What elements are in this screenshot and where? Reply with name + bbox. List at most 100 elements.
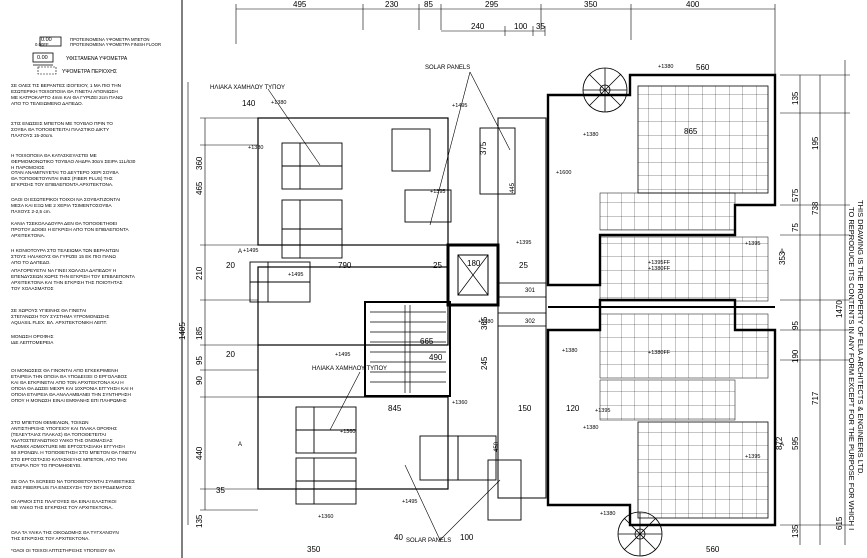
level-6: +1395 [516,240,531,246]
dim-top-35: 35 [536,22,545,31]
dim-665: 665 [420,337,434,346]
dim-right-195: 195 [811,136,820,150]
dim-lift-180: 180 [467,259,481,268]
dim-left-135: 135 [195,514,204,528]
building-walls [257,73,777,527]
level-21: +1395 [745,454,760,460]
dim-left-35: 35 [216,486,225,495]
level-18: +1380 [600,511,615,517]
left-dimension-chain [187,82,258,525]
note-5: ΟΛΟΙ ΟΙ ΕΣΩΤΕΡΙΚΟΙ ΤΟΙΧΟΙ ΝΑ ΣΟΥΒΑΤΙΖΟΝΤ… [11,197,121,215]
legend-level-line-2: ΠΡΟΤΕΙΝΟΜΕΝΑ ΥΨΟΜΕΤΡΑ FINISH FLOOR [70,42,162,47]
room-301: 301 [525,288,536,294]
ownership-watermark: THIS DRAWING IS THE PROPERTY OF ELIA ARC… [847,200,865,530]
level-12: +1380 [478,319,493,325]
section-mark-a-right-top: A [780,249,784,255]
legend-level-sub: 0.00FF [35,42,49,47]
dim-left-465: 465 [195,181,204,195]
level-8: +1395FF [648,260,671,266]
dim-top-350: 350 [584,0,598,9]
dim-left-90: 90 [195,376,204,385]
dim-865: 865 [684,127,698,136]
dim-right-872: 872 [775,436,784,450]
dim-right-190: 190 [791,349,800,363]
level-25: +1360 [340,429,355,435]
dim-25a: 25 [433,261,442,270]
dim-left-20b: 20 [226,350,235,359]
note-7: Η ΚΟΝΙΟΤΟΥΡΑ ΣΤΟ ΤΕΛΕΙΩΜΑ ΤΩΝ ΒΕΡΑΝΤΩΝ Σ… [11,248,119,266]
dim-right-353: 353 [778,251,787,265]
level-22: +1395 [430,189,445,195]
section-mark-a-right-bottom: A [780,442,784,448]
label-solar-panels-top: SOLAR PANELS [425,65,470,71]
section-mark-a-left-top: A [238,249,242,255]
level-2: +1495 [452,103,467,109]
legend-perimeter-label: ΥΨΟΜΕΤΡΑ ΠΕΡΙΟΧΗΣ [62,69,117,75]
note-1: ΣΕ ΟΛΕΣ ΤΙΣ ΒΕΡΑΝΤΕΣ ΙΣΟΓΕΙΟΥ, 1 ΜΑ ΠΙΟ … [11,83,123,107]
label-solar-panels-bottom: SOLAR PANELS [406,538,451,544]
note-8: ΑΠΑΓΟΡΕΥΕΤΑΙ ΝΑ ΓΙΝΕΙ ΧΩΛΑΣΙΑ ΔΑΠΕΔΟΥ Η … [11,268,135,292]
level-10: +1380FF [648,350,671,356]
dim-top-495: 495 [293,0,307,9]
dim-left-1485: 1485 [178,322,187,340]
tiled-terraces [599,85,769,519]
dim-top-230: 230 [385,0,399,9]
top-dimension-texts: 495 230 85 295 350 400 240 100 35 [293,0,700,31]
dim-right-1470: 1470 [835,300,844,318]
spiral-stair-top [582,67,628,113]
dim-445: 445 [510,182,516,193]
dim-right-75: 75 [791,223,800,232]
watermark-line-2: TO REPRODUCE ITS CONTENTS IN ANY FORM EX… [847,207,856,530]
dim-150: 150 [518,404,532,413]
leader-lines [267,71,511,541]
dim-top-85: 85 [424,0,433,9]
dim-top-240: 240 [471,22,485,31]
note-9: ΣΕ ΧΩΡΟΥΣ ΥΓΙΕΙΝΗΣ ΘΑ ΓΙΝΕΤΑΙ ΣΤΕΓΑΝΩΣΗ … [11,308,110,326]
dim-350-bot: 350 [307,545,321,554]
level-24: +1380FF [648,266,671,272]
dim-560-top: 560 [696,63,710,72]
top-dimension-chain [235,4,776,75]
note-10: ΜΟΝΩΣΗ ΟΡΟΦΗΣ ΙΔΕ ΛΕΠΤΟΜΕΡΕΙΑ [11,334,54,346]
dim-top-400: 400 [686,0,700,9]
dim-245: 245 [480,356,489,370]
right-dimension-texts: 135 575 75 353 95 190 595 135 195 738 71… [775,91,844,538]
dim-left-185: 185 [195,326,204,340]
notes-frame [32,0,183,558]
dim-left-95: 95 [195,356,204,365]
level-3: +1380 [248,145,263,151]
dim-375: 375 [479,141,488,155]
note-11: ΟΙ ΜΟΝΩΣΕΙΣ ΘΑ ΓΙΝΟΝΤΑΙ ΑΠΟ ΕΓΚΕΚΡΙΜΕΝΗ … [11,368,134,404]
level-15: +1495 [288,272,303,278]
level-17: +1380 [583,425,598,431]
level-4: +1495 [243,248,258,254]
dim-845: 845 [388,404,402,413]
level-7: +1395 [745,241,760,247]
dim-100: 100 [460,533,474,542]
dim-right-135a: 135 [791,91,800,105]
dim-right-135b: 135 [791,524,800,538]
dim-left-20a: 20 [226,261,235,270]
level-20: +1380 [562,348,577,354]
dim-left-210: 210 [195,266,204,280]
dim-790: 790 [338,261,352,270]
left-dimension-texts: 360 465 210 185 95 90 440 135 1485 35 20… [178,156,235,528]
dim-top-100: 100 [514,22,528,31]
dim-490: 490 [429,353,443,362]
dim-right-615: 615 [835,516,844,530]
dim-right-575: 575 [791,188,800,202]
dim-140: 140 [242,99,256,108]
dim-right-738: 738 [811,201,820,215]
dim-25b: 25 [519,261,528,270]
dim-left-440: 440 [195,446,204,460]
dim-left-360: 360 [195,156,204,170]
level-5: +1600 [556,170,571,176]
dim-right-595: 595 [791,436,800,450]
legend-existing-label: ΥΦΙΣΤΑΜΕΝΑ ΥΨΟΜΕΤΡΑ [66,56,128,62]
note-15: ΟΛΑ ΤΑ ΥΛΙΚΑ ΤΗΣ ΟΙΚΟΔΟΜΗΣ ΘΑ ΤΥΓΧΑΝΟΥΝ … [11,530,119,542]
watermark-line-1: THIS DRAWING IS THE PROPERTY OF ELIA ARC… [856,200,865,475]
note-2: ΣΤΙΣ ΕΝΩΣΕΙΣ ΜΠΕΤΟΝ ΜΕ ΤΟΥΒΛΟ ΠΡΙΝ ΤΟ ΣΟ… [11,121,113,139]
note-3: Η ΤΟΙΧΟΠΟΙΙΑ ΘΑ ΚΑΤΑΣΚΕΥΑΣΤΕΙ ΜΕ ΘΕΡΜΟΜΟ… [11,153,136,171]
label-solar-heater-top: ΗΛΙΑΚΑ ΧΑΜΗΛΟΥ ΤΥΠΟΥ [210,85,285,91]
